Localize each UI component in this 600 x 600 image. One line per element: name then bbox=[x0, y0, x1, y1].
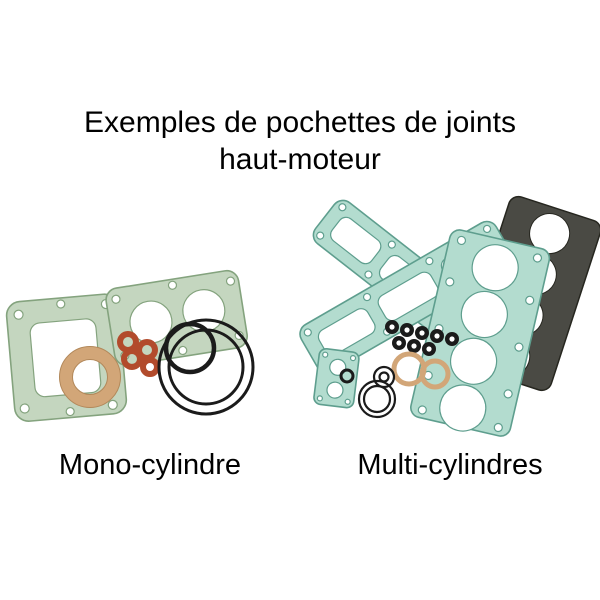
gasket-opening bbox=[326, 381, 344, 399]
label-multi-cylindres: Multi-cylindres bbox=[357, 449, 543, 481]
black-o-ring bbox=[357, 379, 397, 419]
seal-hole bbox=[426, 346, 432, 352]
gasket-opening bbox=[317, 308, 376, 356]
bolt-hole bbox=[316, 395, 323, 402]
bolt-hole bbox=[532, 253, 543, 263]
bolt-hole bbox=[344, 398, 351, 405]
bolt-hole bbox=[338, 203, 347, 212]
small-black-o-ring bbox=[372, 365, 396, 389]
bolt-hole bbox=[482, 224, 492, 234]
tiny-o-ring bbox=[339, 368, 355, 384]
bolt-hole bbox=[56, 299, 66, 309]
image-title: Exemples de pochettes de joints haut-mot… bbox=[0, 104, 600, 178]
bolt-hole bbox=[493, 422, 503, 433]
bore-hole bbox=[460, 290, 508, 339]
bolt-hole bbox=[107, 399, 118, 410]
bore-hole bbox=[439, 384, 487, 432]
mono-cylinder-gasket-set bbox=[5, 269, 255, 422]
small-side-gasket bbox=[313, 348, 360, 409]
seal-hole bbox=[411, 343, 417, 349]
bolt-hole bbox=[387, 240, 396, 249]
bolt-hole bbox=[364, 270, 373, 279]
seal-hole bbox=[389, 324, 395, 330]
bolt-hole bbox=[167, 280, 178, 290]
bore-hole bbox=[449, 337, 498, 385]
bolt-hole bbox=[425, 256, 434, 266]
bolt-hole bbox=[65, 406, 75, 417]
bolt-hole bbox=[514, 342, 524, 352]
four-cylinder-head-gasket bbox=[410, 229, 551, 437]
small-gasket-body bbox=[313, 348, 360, 409]
copper-o-ring bbox=[419, 358, 451, 390]
seal-hole bbox=[419, 330, 425, 336]
copper-washer-outline bbox=[72, 359, 108, 395]
bolt-hole bbox=[19, 403, 30, 414]
bolt-hole bbox=[445, 277, 455, 287]
bolt-hole bbox=[111, 294, 121, 304]
large-o-ring bbox=[157, 318, 255, 416]
seal-hole bbox=[404, 327, 410, 333]
base-gasket bbox=[5, 269, 248, 422]
bolt-hole bbox=[178, 345, 188, 356]
valve-stem-seals bbox=[385, 320, 459, 356]
bolt-hole bbox=[525, 295, 535, 305]
title-line-2: haut-moteur bbox=[219, 143, 381, 176]
bolt-hole bbox=[225, 276, 236, 286]
small-copper-washer bbox=[140, 357, 160, 377]
seal-hole bbox=[396, 340, 402, 346]
seal-hole bbox=[449, 336, 455, 342]
multi-cylinder-gasket-set bbox=[299, 195, 600, 437]
bolt-hole bbox=[417, 405, 427, 415]
gasket-opening bbox=[377, 271, 439, 322]
bolt-hole bbox=[13, 309, 24, 320]
bolt-hole bbox=[503, 389, 513, 399]
medium-o-ring bbox=[163, 321, 217, 375]
label-mono-cylindre: Mono-cylindre bbox=[58, 449, 242, 481]
bolt-hole bbox=[322, 351, 329, 358]
copper-washer-outline bbox=[59, 346, 121, 408]
seal-hole bbox=[434, 333, 440, 339]
bolt-hole bbox=[316, 231, 325, 240]
bolt-hole bbox=[456, 235, 467, 246]
gasket-opening bbox=[330, 216, 382, 265]
bolt-hole bbox=[362, 292, 372, 302]
bolt-hole bbox=[349, 354, 357, 362]
black-o-ring-inner bbox=[362, 384, 392, 414]
small-copper-washer bbox=[121, 348, 143, 370]
small-black-o-ring-inner bbox=[378, 371, 390, 383]
bore-hole bbox=[471, 244, 519, 292]
bolt-hole bbox=[303, 328, 312, 337]
title-line-1: Exemples de pochettes de joints bbox=[84, 106, 516, 139]
copper-washer bbox=[59, 346, 121, 408]
